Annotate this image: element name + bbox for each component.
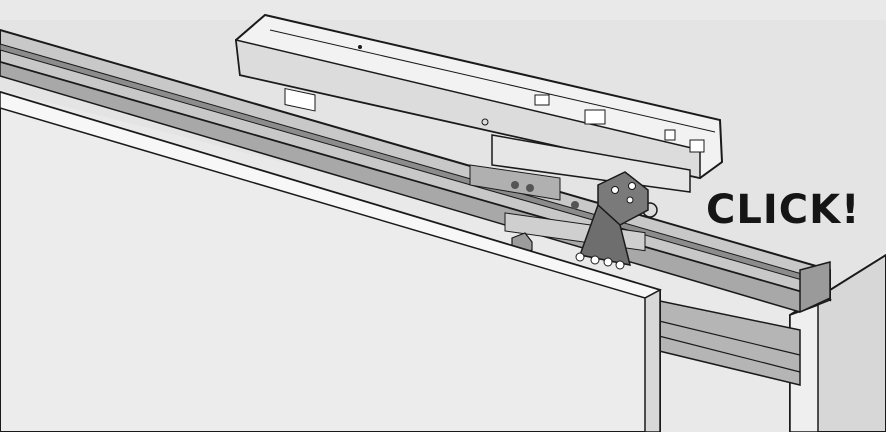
sliding-door-panel	[0, 90, 662, 432]
soft-close-mechanism-icon	[234, 13, 724, 252]
click-annotation: CLICK!	[706, 187, 861, 233]
mounting-bracket-icon	[575, 171, 649, 270]
rail-end-cap	[799, 261, 831, 314]
